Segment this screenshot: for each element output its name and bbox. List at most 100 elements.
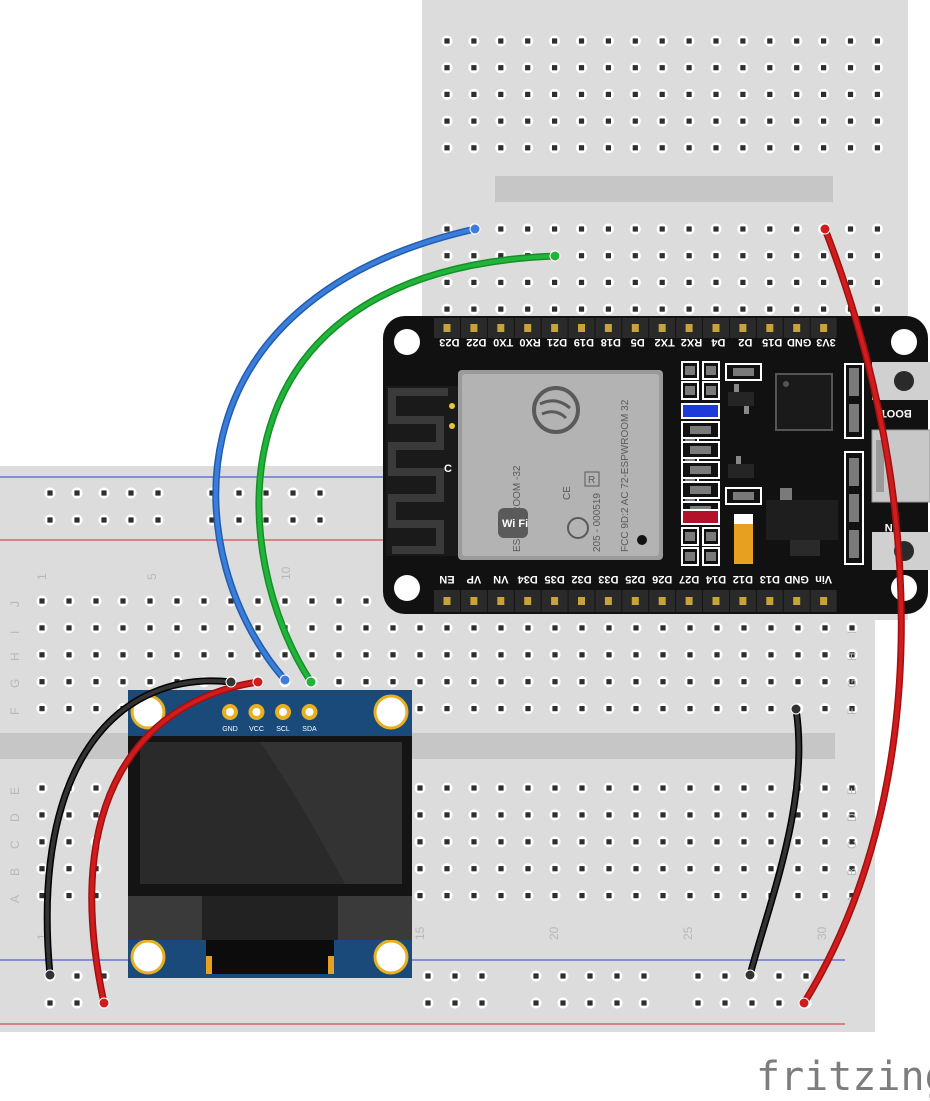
oled-pin-label: VCC [249, 726, 264, 733]
ce-mark: CE [562, 486, 573, 500]
pin-label: D33 [598, 573, 618, 585]
col-label-5: 5 [145, 573, 159, 580]
module-text-3: FCC 9D:2 AC 72-ESPWROOM 32 [620, 399, 631, 552]
oled-flex-cable [206, 940, 334, 974]
module-text-2: 205 - 000519 [592, 493, 603, 552]
wire-end [252, 676, 264, 688]
espressif-logo-icon [532, 386, 580, 434]
svg-text:A: A [8, 895, 22, 903]
header-pin [524, 597, 532, 605]
header-pin [739, 597, 747, 605]
svg-text:C: C [8, 840, 22, 849]
wire-end [98, 997, 110, 1009]
pin-label: D19 [574, 336, 594, 348]
pin-label: TX2 [655, 336, 675, 348]
pin-label: D18 [601, 336, 621, 348]
svg-text:H: H [845, 652, 859, 661]
col-label-25: 25 [681, 926, 695, 940]
col-label-15: 15 [413, 926, 427, 940]
header-pin [820, 597, 828, 605]
svg-text:I: I [845, 631, 859, 634]
header-pin [658, 597, 666, 605]
header-pin [443, 597, 451, 605]
pin-label: D27 [679, 573, 699, 585]
wire-end [744, 969, 756, 981]
pin-label: D26 [652, 573, 672, 585]
svg-text:H: H [8, 652, 22, 661]
pin-label: RX2 [681, 336, 702, 348]
col-label-10: 10 [279, 566, 293, 580]
voltage-regulator [766, 500, 838, 540]
header-pin [658, 324, 666, 332]
svg-text:E: E [845, 787, 859, 795]
boot-button: BOOT [872, 362, 930, 419]
oled-pin-label: GND [222, 726, 238, 733]
micro-usb-port [871, 429, 930, 503]
svg-text:BOOT: BOOT [880, 407, 912, 419]
fcc-logo-icon [567, 517, 589, 539]
header-pin [766, 324, 774, 332]
wire-end [819, 223, 831, 235]
wires [43, 223, 905, 1009]
header-pin [551, 324, 559, 332]
col-label-1: 1 [35, 573, 49, 580]
header-pin [712, 324, 720, 332]
header-pin [766, 597, 774, 605]
header-pin [470, 597, 478, 605]
header-pin [551, 597, 559, 605]
esp32-pin-labels-top: 3V3GNDD15D2D4RX2TX2D5D18D19D21RX0TX0D22D… [439, 336, 835, 348]
svg-text:Wi Fi: Wi Fi [502, 518, 528, 530]
pin-label: D21 [547, 336, 567, 348]
pin-label: VP [467, 573, 482, 585]
lower-breadboard-holes [36, 487, 858, 1009]
svg-text:G: G [845, 679, 859, 688]
header-pin [820, 324, 828, 332]
wire-end [279, 674, 291, 686]
header-pin [631, 597, 639, 605]
tantalum-capacitor [734, 514, 753, 564]
pin-label: D4 [710, 336, 725, 348]
wire-end [549, 250, 561, 262]
pin-label: D5 [631, 336, 645, 348]
pin-label: TX0 [493, 336, 513, 348]
svg-text:F: F [845, 708, 859, 715]
svg-text:E: E [8, 787, 22, 795]
wire-end [44, 969, 56, 981]
header-pin [470, 324, 478, 332]
mount-hole [394, 575, 420, 601]
mount-hole [891, 329, 917, 355]
pin-label: GND [784, 573, 809, 585]
svg-text:D: D [8, 813, 22, 822]
col-label-20: 20 [547, 926, 561, 940]
svg-text:F: F [8, 708, 22, 715]
svg-text:I: I [8, 631, 22, 634]
red-led [681, 509, 720, 525]
pcb-antenna-icon: C [386, 386, 458, 556]
wifi-logo-icon: Wi Fi [498, 508, 528, 538]
wire-end [790, 703, 802, 715]
header-pin [739, 324, 747, 332]
header-pin [497, 597, 505, 605]
wire-end [305, 676, 317, 688]
center-channel-lower [0, 733, 835, 759]
r-mark: R [588, 475, 595, 486]
col-label-1-bottom: 1 [35, 933, 49, 940]
pin-label: D32 [571, 573, 591, 585]
pin-label: GND [787, 336, 812, 348]
header-pin [578, 324, 585, 332]
pin-label: VN [493, 573, 508, 585]
header-pin [443, 324, 451, 332]
svg-text:C: C [444, 463, 452, 475]
svg-text:J: J [8, 601, 22, 607]
pin-label: D12 [733, 573, 753, 585]
blue-led [681, 403, 720, 419]
svg-text:G: G [8, 679, 22, 688]
wire-end [798, 997, 810, 1009]
pin-label: D23 [439, 336, 459, 348]
esp32-board: 3V3GNDD15D2D4RX2TX2D5D18D19D21RX0TX0D22D… [383, 316, 930, 614]
pin-label: D22 [466, 336, 486, 348]
column-numbers: 1 5 10 1 15 20 25 30 [35, 566, 829, 940]
